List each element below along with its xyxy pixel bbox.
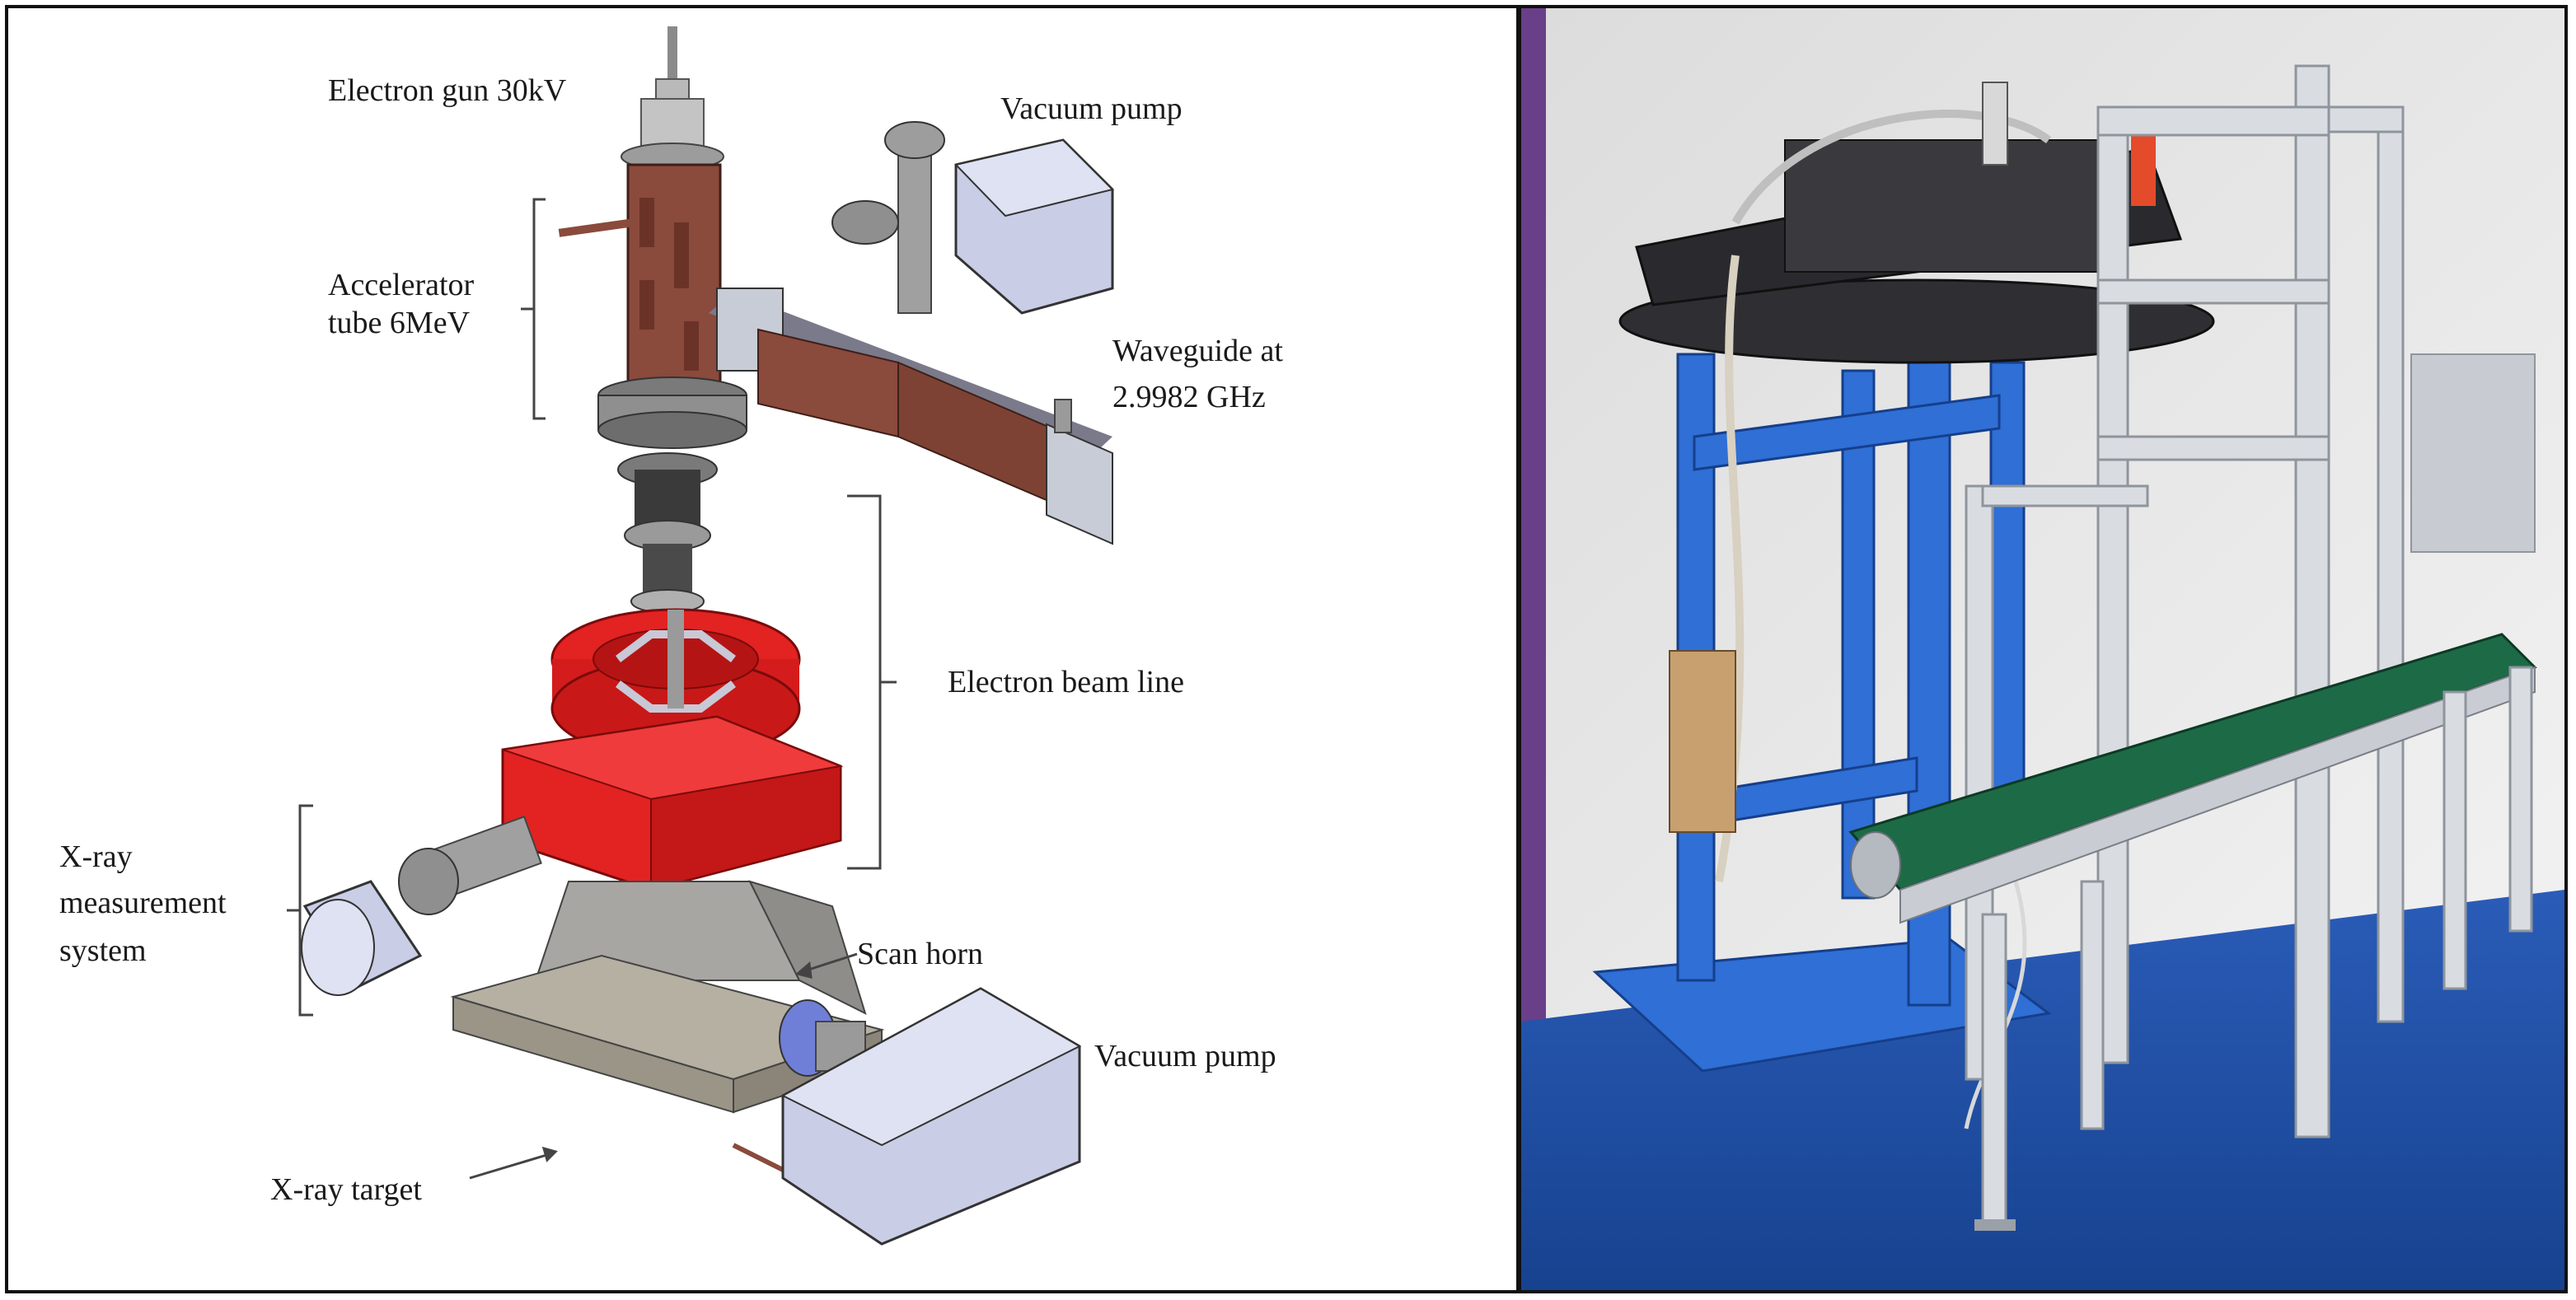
label-vacuum-pump-bottom: Vacuum pump (1094, 1039, 1276, 1073)
system-photo-panel (1521, 8, 2564, 1290)
label-xray-measurement-line2: measurement (59, 886, 227, 920)
valve-assembly (1669, 650, 1736, 833)
accelerator-head (1618, 82, 2215, 364)
label-waveguide-line2: 2.9982 GHz (1112, 380, 1266, 414)
linac-cad-drawing (287, 26, 1114, 1246)
label-electron-gun: Electron gun 30kV (328, 73, 567, 108)
vacuum-pump-bottom (779, 987, 1082, 1246)
cad-diagram-panel: Electron gun 30kV Vacuum pump Accelerato… (8, 8, 1516, 1290)
accelerator-tube (558, 163, 747, 449)
label-waveguide-line1: Waveguide at (1112, 334, 1283, 368)
panel-divider (1516, 8, 1521, 1290)
label-xray-target: X-ray target (270, 1172, 422, 1207)
label-accelerator-line1: Accelerator (328, 268, 475, 302)
label-xray-measurement-line1: X-ray (59, 839, 133, 874)
installed-system-photo (1521, 8, 2564, 1290)
label-electron-beam-line: Electron beam line (948, 665, 1184, 699)
electron-gun (621, 26, 724, 171)
purple-curtain (1521, 8, 1546, 1046)
xray-measurement-system (301, 816, 542, 996)
label-brackets (287, 198, 897, 1180)
label-xray-measurement-line3: system (59, 933, 147, 968)
loose-cable (1964, 881, 2027, 1129)
electron-beam-line-magnet (501, 608, 844, 891)
background-cabinet (2410, 353, 2536, 553)
waveguide (709, 288, 1113, 545)
label-scan-horn: Scan horn (857, 937, 984, 971)
label-vacuum-pump-top: Vacuum pump (1000, 91, 1183, 126)
vacuum-pump-top (831, 121, 1114, 315)
label-accelerator-line2: tube 6MeV (328, 306, 471, 340)
beam-pipe (617, 452, 718, 614)
figure-frame: Electron gun 30kV Vacuum pump Accelerato… (5, 5, 2568, 1293)
conveyor-belt (1848, 633, 2537, 1231)
